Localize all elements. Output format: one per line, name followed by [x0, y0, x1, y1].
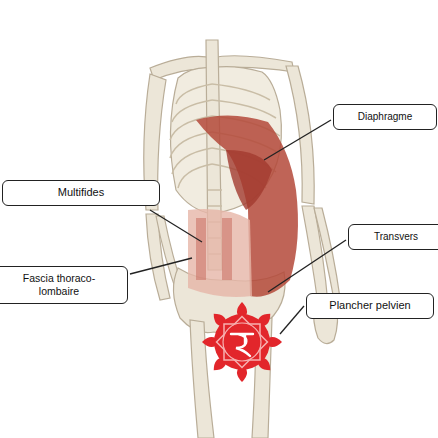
- label-box: Fascia thoraco-lombaire: [0, 266, 128, 304]
- chakra-symbol: [202, 302, 282, 382]
- label-text: Transvers: [374, 231, 418, 243]
- label-text: Plancher pelvien: [329, 299, 410, 312]
- label-text: Diaphragme: [358, 111, 412, 123]
- label-text: Fascia thoraco-lombaire: [9, 272, 109, 297]
- label-box: Diaphragme: [333, 104, 437, 130]
- label-box: Transvers: [348, 224, 438, 250]
- label-box: Plancher pelvien: [306, 293, 434, 319]
- label-box: Multifides: [2, 180, 160, 206]
- label-text: Multifides: [58, 186, 104, 199]
